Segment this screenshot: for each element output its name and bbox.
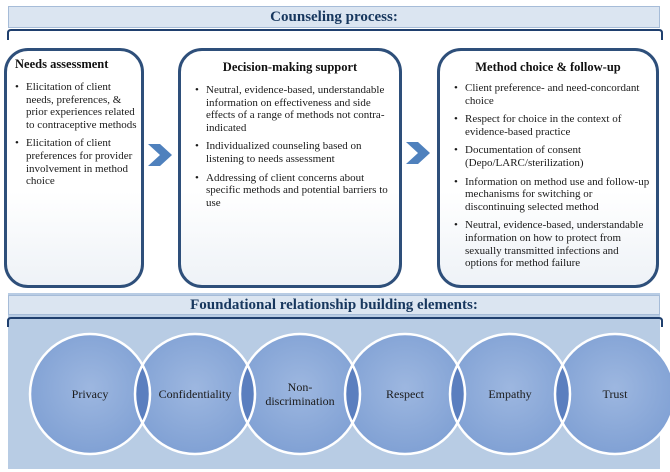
needs-assessment-title: Needs assessment — [15, 57, 109, 71]
circle-outline — [553, 332, 670, 456]
list-item: Neutral, evidence-based, understandable … — [452, 219, 650, 269]
circle-privacy — [30, 334, 150, 454]
circle-empathy — [450, 334, 570, 454]
circle-outline — [448, 332, 572, 456]
foundation-element-label: Privacy — [71, 387, 109, 401]
list-item: Client preference- and need-concordant c… — [452, 82, 650, 107]
foundation-element-label: Respect — [386, 387, 424, 401]
chevron-right-icon — [406, 142, 430, 164]
list-item: Elicitation of client preferences for pr… — [13, 137, 137, 187]
list-item: Neutral, evidence-based, understandable … — [193, 84, 391, 134]
counseling-process-title: Counseling process: — [270, 8, 398, 25]
chevron-right-icon — [148, 144, 172, 166]
circle-outline — [238, 332, 362, 456]
list-item: Information on method use and follow-up … — [452, 176, 650, 214]
foundation-element-label: Empathy — [488, 387, 532, 401]
foundation-element-label: Non-discrimination — [265, 380, 335, 408]
needs-assessment-box: Needs assessment Elicitation of client n… — [4, 48, 144, 288]
list-item: Individualized counseling based on liste… — [193, 140, 391, 165]
circle-trust — [555, 334, 670, 454]
foundation-element-label: Confidentiality — [158, 387, 232, 401]
list-item: Elicitation of client needs, preferences… — [13, 81, 137, 131]
circle-outline — [28, 332, 152, 456]
circle-non-discrimination — [240, 334, 360, 454]
circle-outline — [343, 332, 467, 456]
decision-making-support-title: Decision-making support — [222, 60, 358, 74]
foundation-title: Foundational relationship building eleme… — [190, 296, 478, 313]
list-item: Respect for choice in the context of evi… — [452, 113, 650, 138]
circle-confidentiality — [135, 334, 255, 454]
decision-making-support-list: Neutral, evidence-based, understandable … — [181, 75, 399, 209]
list-item: Addressing of client concerns about spec… — [193, 172, 391, 210]
foundation-element-label: Trust — [602, 387, 628, 401]
method-choice-followup-title: Method choice & follow-up — [475, 60, 621, 74]
counseling-process-header: Counseling process: — [8, 6, 660, 28]
circle-respect — [345, 334, 465, 454]
method-choice-followup-list: Client preference- and need-concordant c… — [440, 75, 656, 270]
decision-making-support-box: Decision-making support Neutral, evidenc… — [178, 48, 402, 288]
method-choice-followup-box: Method choice & follow-up Client prefere… — [437, 48, 659, 288]
bottom-bracket — [7, 317, 663, 327]
circle-outline — [133, 332, 257, 456]
needs-assessment-list: Elicitation of client needs, preferences… — [7, 72, 141, 188]
foundation-header: Foundational relationship building eleme… — [8, 295, 660, 315]
list-item: Documentation of consent (Depo/LARC/ster… — [452, 144, 650, 169]
top-bracket — [7, 29, 663, 40]
